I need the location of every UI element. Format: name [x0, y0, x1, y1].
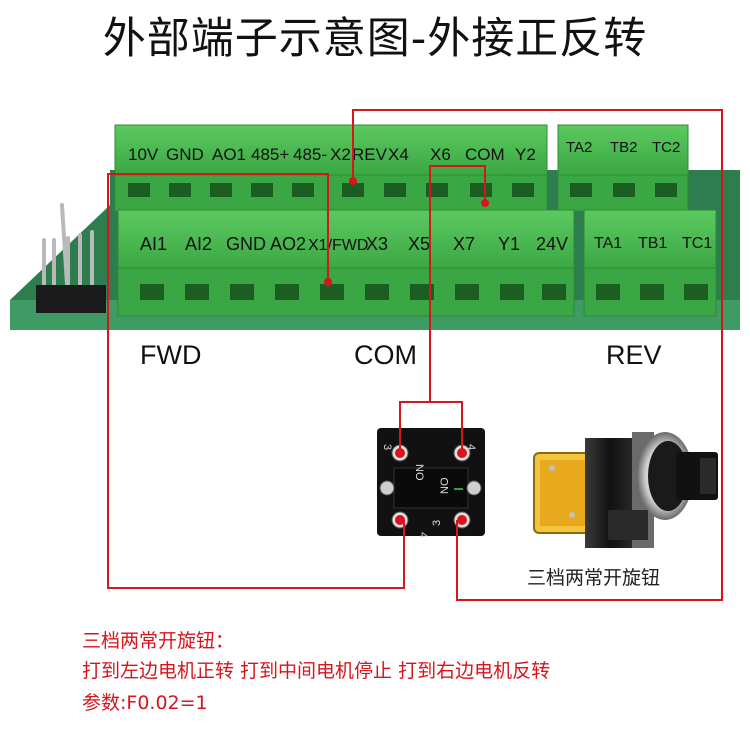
- contact-number-upper-left: 3: [381, 444, 393, 450]
- terminal-label-tb2: TB2: [610, 139, 638, 156]
- terminal-label-10v: 10V: [128, 145, 159, 164]
- com-label: COM: [354, 340, 417, 370]
- page-title: 外部端子示意图-外接正反转: [102, 14, 648, 64]
- terminal-label-rev: REV: [352, 145, 388, 164]
- terminal-label-x6: X6: [430, 145, 451, 164]
- bottom-row-labels: AI1 AI2 GND AO2 X1/FWD X3 X5 X7 Y1 24V T…: [140, 234, 712, 254]
- terminal-label-x4: X4: [388, 145, 409, 164]
- terminal-block-bottom-left: [117, 209, 575, 317]
- terminal-label-tb1: TB1: [638, 235, 667, 252]
- wire-com: [399, 165, 486, 453]
- terminal-label-gnd-bottom: GND: [226, 234, 266, 254]
- top-row-labels: 10V GND AO1 485+ 485- X2 REV X4 X6 COM Y…: [128, 139, 680, 164]
- terminal-label-ao2: AO2: [270, 234, 306, 254]
- terminal-label-tc2: TC2: [652, 139, 680, 156]
- contact-number-lower-right: 3: [431, 520, 443, 526]
- terminal-block-top-right: [557, 124, 689, 212]
- wire-com-jumper: [400, 401, 463, 453]
- contact-no-right: NO: [439, 477, 451, 494]
- note-line-3: 参数:F0.02=1: [82, 692, 208, 714]
- wire-fwd: [107, 173, 405, 589]
- contact-number-labels: 3 4 4 3 NO NO: [381, 444, 477, 538]
- rev-label: REV: [606, 340, 662, 370]
- contact-number-lower-left: 4: [417, 532, 429, 538]
- contact-no-left: NO: [413, 464, 425, 481]
- terminal-label-485m: 485-: [293, 145, 327, 164]
- wiring-lines: [107, 109, 723, 601]
- switch-contact-block: [377, 428, 485, 536]
- wire-rev: [352, 109, 723, 601]
- terminal-label-x3: X3: [366, 234, 388, 254]
- note-line-1: 三档两常开旋钮：: [82, 630, 235, 652]
- terminal-block-bottom-right: [583, 209, 717, 317]
- terminal-label-y2: Y2: [515, 145, 536, 164]
- terminal-label-x1-fwd: X1/FWD: [308, 237, 368, 254]
- terminal-label-gnd-top: GND: [166, 145, 204, 164]
- terminal-label-com: COM: [465, 145, 505, 164]
- terminal-label-y1: Y1: [498, 234, 520, 254]
- terminal-label-ai2: AI2: [185, 234, 212, 254]
- terminal-block-top-left: [114, 124, 548, 212]
- contact-number-upper-right: 4: [465, 444, 477, 450]
- terminal-label-ta2: TA2: [566, 139, 592, 156]
- terminal-label-ai1: AI1: [140, 234, 167, 254]
- terminal-label-tc1: TC1: [682, 235, 712, 252]
- terminal-label-485p: 485+: [251, 145, 289, 164]
- rotary-switch-image: [533, 432, 718, 548]
- terminal-label-24v: 24V: [536, 234, 568, 254]
- pin-header-base: [36, 285, 106, 313]
- terminal-label-x7: X7: [453, 234, 475, 254]
- fwd-label: FWD: [140, 340, 202, 370]
- terminal-label-x2: X2: [330, 145, 351, 164]
- switch-caption: 三档两常开旋钮: [527, 567, 661, 589]
- terminal-label-ao1: AO1: [212, 145, 246, 164]
- terminal-label-x5: X5: [408, 234, 430, 254]
- terminal-label-ta1: TA1: [594, 235, 622, 252]
- note-line-2: 打到左边电机正转 打到中间电机停止 打到右边电机反转: [82, 660, 551, 682]
